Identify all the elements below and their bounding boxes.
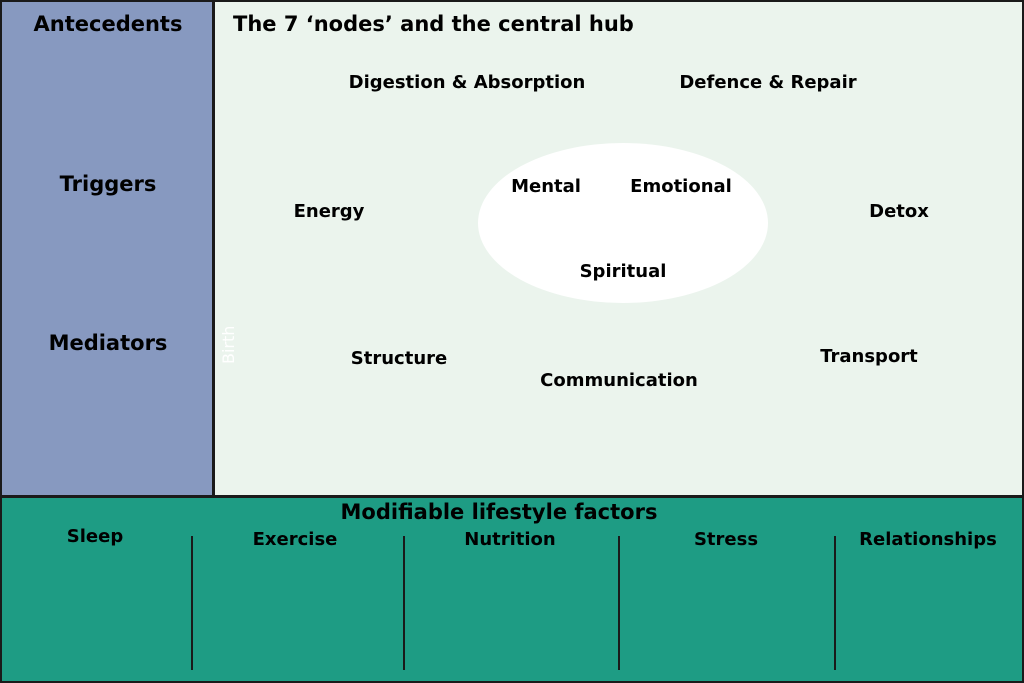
factor-sleep: Sleep — [66, 526, 124, 547]
hub-mental: Mental — [511, 176, 581, 197]
antecedents-panel: Antecedents Triggers Mediators — [0, 0, 215, 497]
node-energy: Energy — [293, 201, 365, 222]
node-detox: Detox — [869, 201, 929, 222]
divider — [834, 536, 836, 670]
divider — [618, 536, 620, 670]
hub-spiritual: Spiritual — [579, 261, 667, 282]
divider — [403, 536, 405, 670]
hub-emotional: Emotional — [630, 176, 732, 197]
factor-relationships: Relationships — [859, 529, 997, 550]
page-title: The 7 ‘nodes’ and the central hub — [233, 12, 634, 36]
central-hub: Mental Emotional Spiritual — [478, 143, 768, 303]
node-structure: Structure — [350, 348, 448, 369]
mediators-label: Mediators — [48, 331, 168, 355]
factor-exercise: Exercise — [252, 529, 338, 550]
birth-label: Birth — [219, 325, 238, 364]
lifestyle-title: Modifiable lifestyle factors — [340, 500, 658, 524]
factor-stress: Stress — [693, 529, 759, 550]
triggers-label: Triggers — [59, 172, 157, 196]
node-transport: Transport — [820, 346, 918, 367]
nodes-panel: The 7 ‘nodes’ and the central hub Birth … — [215, 0, 1024, 497]
lifestyle-panel: Modifiable lifestyle factors Sleep Exerc… — [0, 496, 1024, 683]
divider — [191, 536, 193, 670]
node-communication: Communication — [540, 370, 698, 391]
antecedents-label: Antecedents — [33, 12, 183, 36]
node-defence: Defence & Repair — [679, 72, 857, 93]
factor-nutrition: Nutrition — [464, 529, 556, 550]
node-digestion: Digestion & Absorption — [348, 72, 586, 93]
